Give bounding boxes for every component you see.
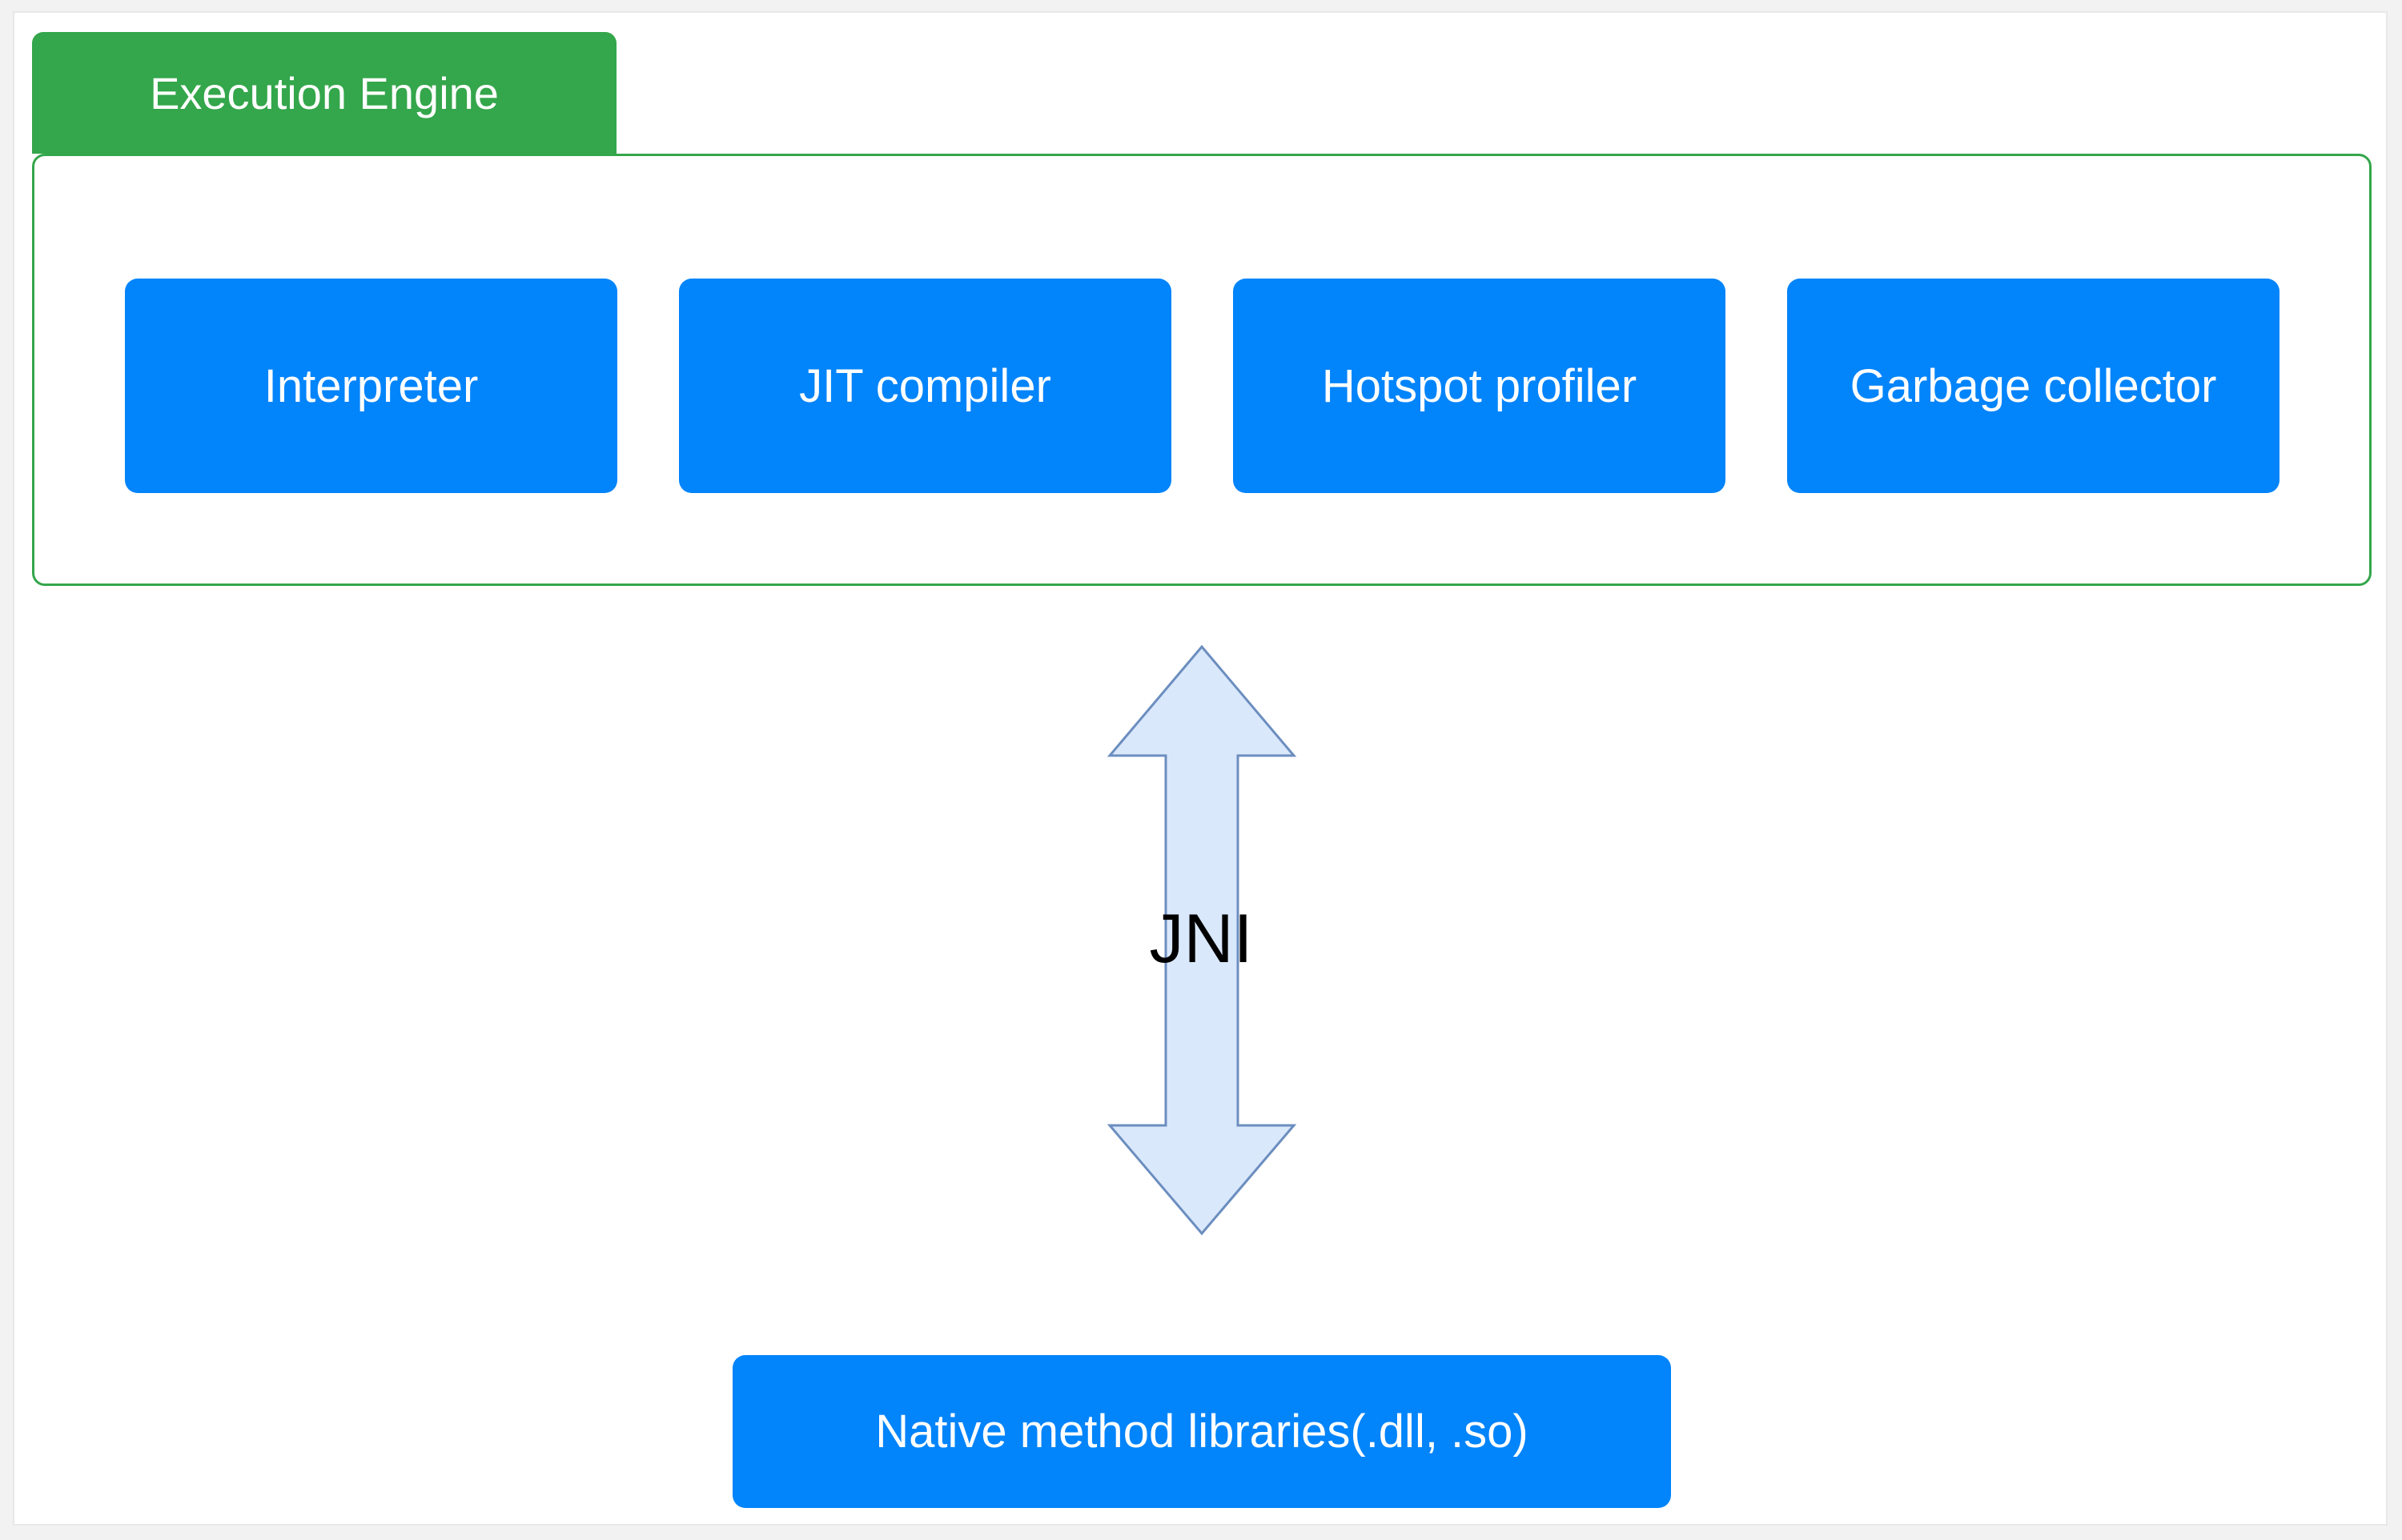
execution-engine-title: Execution Engine [32, 32, 617, 154]
native-method-libraries-box: Native method libraries(.dll, .so) [733, 1355, 1671, 1508]
hotspot-profiler-box: Hotspot profiler [1233, 279, 1725, 493]
garbage-collector-box: Garbage collector [1787, 279, 2279, 493]
jni-label: JNI [1149, 900, 1253, 977]
jit-compiler-box: JIT compiler [679, 279, 1171, 493]
interpreter-box: Interpreter [125, 279, 617, 493]
